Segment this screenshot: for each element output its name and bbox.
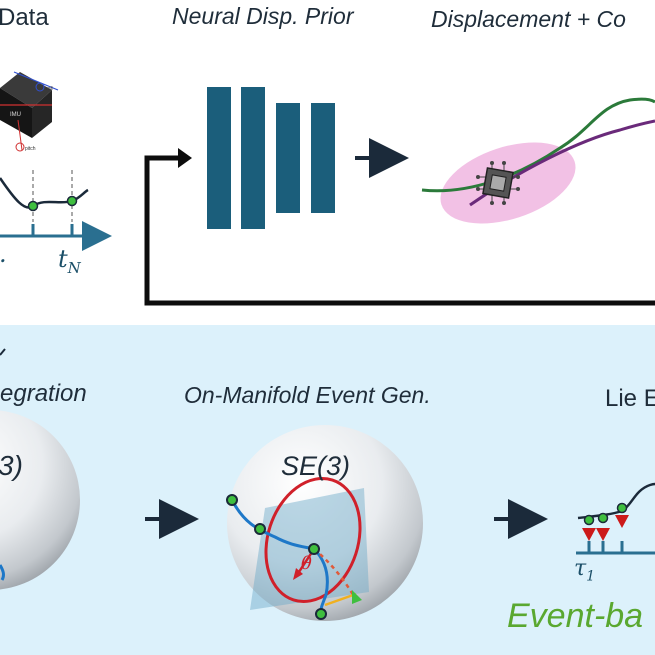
neural-prior-title: Neural Disp. Prior bbox=[172, 3, 354, 29]
integration-title: egration bbox=[0, 380, 87, 407]
data-title: Data bbox=[0, 4, 49, 31]
dot-label: . bbox=[0, 240, 7, 268]
lie-curve bbox=[577, 482, 655, 520]
chip-icon bbox=[476, 161, 520, 205]
theta-arrow-head bbox=[293, 568, 303, 580]
imu-chip-text: IMU bbox=[10, 112, 21, 118]
time-label-tn: tN bbox=[58, 245, 81, 277]
dashed-geodesic bbox=[313, 548, 358, 601]
lie-dot-1 bbox=[583, 514, 595, 526]
event-based-title: Event-ba bbox=[507, 597, 644, 635]
green-tip-icon bbox=[352, 590, 362, 604]
neural-prior-bars bbox=[207, 87, 335, 229]
event-marker-2 bbox=[596, 528, 610, 541]
yellow-vector bbox=[324, 592, 357, 607]
theta-label: θ bbox=[301, 553, 312, 574]
event-dot-2 bbox=[254, 523, 266, 535]
displacement-title: Displacement + Co bbox=[431, 6, 626, 32]
prior-bar-2 bbox=[241, 87, 265, 229]
time-label-sub: N bbox=[67, 258, 81, 277]
feedback-arrow-head bbox=[178, 148, 192, 168]
green-trajectory bbox=[421, 97, 655, 193]
sample-dot-1 bbox=[27, 200, 39, 212]
time-label-t: t bbox=[58, 245, 68, 273]
event-dot-3 bbox=[308, 543, 320, 555]
integration-sphere bbox=[0, 410, 80, 590]
sample-dot-2 bbox=[66, 195, 78, 207]
tau-label-main: τ bbox=[574, 556, 587, 581]
data-curve bbox=[0, 177, 89, 209]
prior-bar-3 bbox=[276, 103, 300, 213]
prior-bar-1 bbox=[207, 87, 231, 229]
integration-group-label: 3) bbox=[0, 450, 23, 481]
lie-title: Lie E bbox=[605, 385, 655, 412]
imu-roll-text: roll bbox=[46, 86, 53, 92]
integration-path bbox=[0, 564, 5, 581]
event-dot-4 bbox=[315, 608, 327, 620]
event-gen-title: On-Manifold Event Gen. bbox=[184, 382, 431, 408]
lie-dot-2 bbox=[597, 512, 609, 524]
lie-dot-3 bbox=[616, 502, 628, 514]
se3-label: SE(3) bbox=[281, 451, 351, 481]
tau-label: τ1 bbox=[574, 556, 595, 584]
prior-bar-4 bbox=[311, 103, 335, 213]
se3-sphere bbox=[227, 425, 423, 621]
feedback-loop-arrow bbox=[144, 155, 655, 306]
event-dot-1 bbox=[226, 494, 238, 506]
corner-arrow-fragment bbox=[0, 348, 6, 356]
imu-pitch-text: pitch bbox=[25, 146, 36, 152]
event-marker-1 bbox=[582, 528, 596, 541]
event-marker-3 bbox=[615, 515, 629, 528]
tau-label-sub: 1 bbox=[586, 568, 596, 585]
manifold-circle bbox=[264, 476, 362, 604]
imu-box-icon bbox=[0, 71, 59, 152]
